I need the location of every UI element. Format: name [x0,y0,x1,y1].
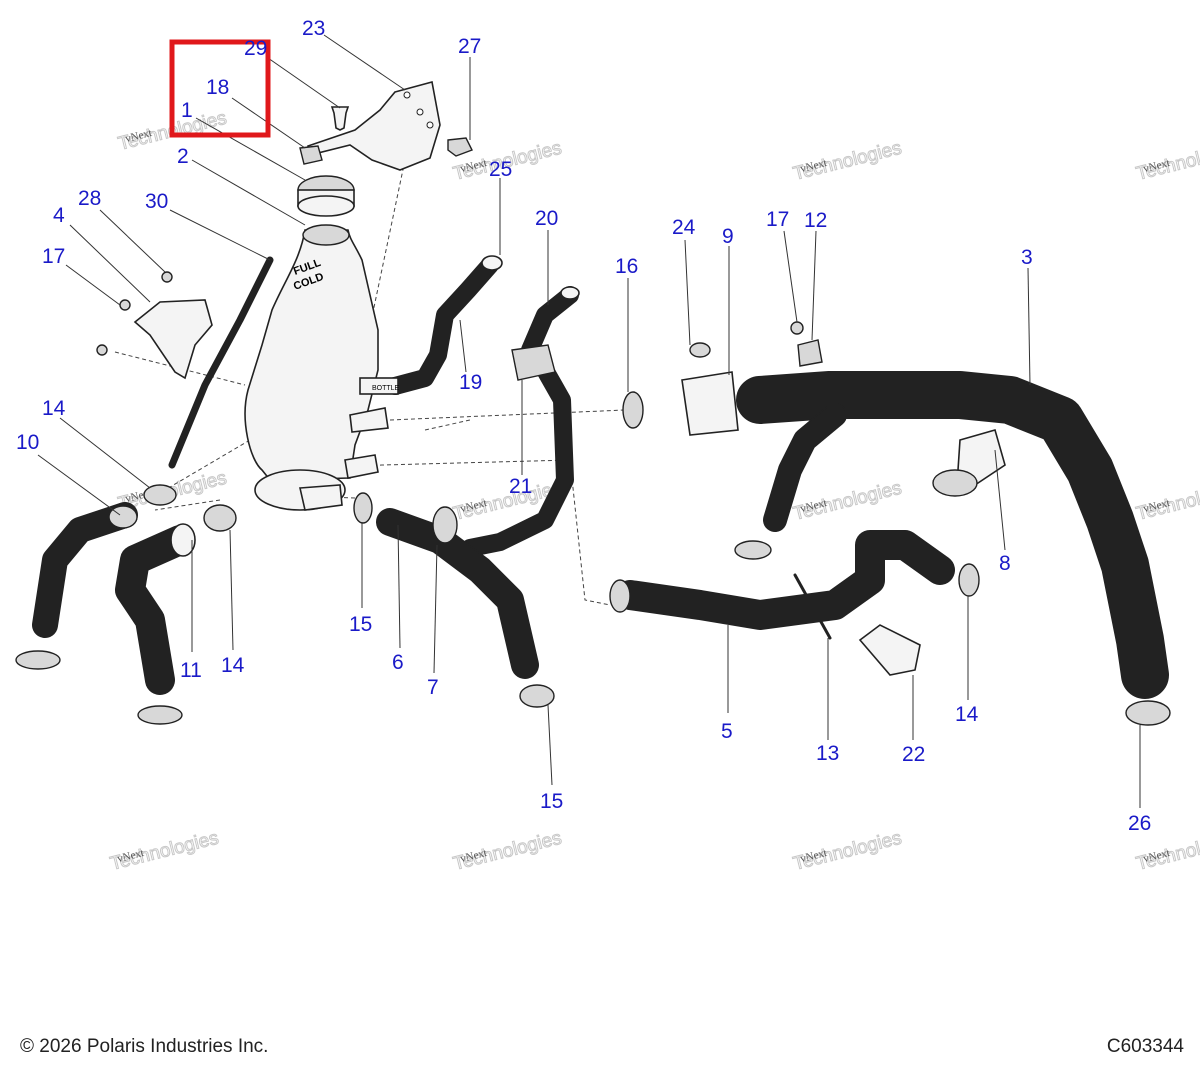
callout-23[interactable]: 23 [302,17,325,40]
bottle-label: BOTTLE [372,385,400,392]
callout-2[interactable]: 2 [177,145,189,168]
highlight-box [169,39,271,138]
callout-18[interactable]: 18 [206,76,229,99]
callout-9[interactable]: 9 [722,225,734,248]
bleed-screw-part [790,321,804,335]
retainer-clip-part [299,145,323,165]
hose-clamp-part [1125,700,1171,726]
watermark: Technologies vNext [451,827,565,875]
hose-clamp-part [519,684,555,708]
callout-22[interactable]: 22 [902,743,925,766]
hose-clamp-part [15,650,61,670]
callout-15-upper[interactable]: 15 [349,613,372,636]
watermark: Technologies vNext [791,477,905,525]
cable-tie-part [793,573,832,640]
parts: FULL COLD BOTTLE [15,81,1171,726]
hose-clamp-part [958,563,980,597]
coupler-9-part [681,371,739,436]
callout-17-right[interactable]: 17 [766,208,789,231]
callout-17-left[interactable]: 17 [42,245,65,268]
bleed-fitting-part [797,339,823,367]
callout-16[interactable]: 16 [615,255,638,278]
hose-clamp-part [734,540,772,560]
callout-1[interactable]: 1 [181,99,193,122]
callout-28[interactable]: 28 [78,187,101,210]
screw-part [161,271,173,283]
callout-6[interactable]: 6 [392,651,404,674]
watermark: Technologies vNext [108,827,222,875]
callout-29[interactable]: 29 [244,37,267,60]
callout-13[interactable]: 13 [816,742,839,765]
callout-14-left[interactable]: 14 [42,397,66,420]
callout-7[interactable]: 7 [427,676,439,699]
hose-clamp-part [932,469,978,497]
callout-11[interactable]: 11 [180,659,202,682]
watermark: Technologies vNext [1134,477,1200,525]
callout-15-lower[interactable]: 15 [540,790,563,813]
callout-12[interactable]: 12 [804,209,827,232]
sleeve-22-part [858,624,921,676]
callout-21[interactable]: 21 [509,475,532,498]
callout-10[interactable]: 10 [16,431,39,454]
callout-25[interactable]: 25 [489,158,512,181]
leader-lines [37,34,1141,808]
coolant-reservoir-bottle-part [244,229,379,481]
elbow-8-part [957,429,1006,487]
watermark: Technologies vNext [791,137,905,185]
hose-clip-part [447,137,473,157]
hose-clamp-part [609,579,631,613]
reservoir-bracket-part [133,299,213,380]
hose-clamp-part [353,492,373,524]
watermark: Technologies vNext [791,827,905,875]
callout-20[interactable]: 20 [535,207,558,230]
callout-24[interactable]: 24 [672,216,696,239]
hose-clamp-part [137,705,183,725]
callouts: 23 29 18 1 2 27 25 30 28 4 17 19 20 21 2… [16,17,1151,835]
callout-14-right[interactable]: 14 [955,703,979,726]
callout-26[interactable]: 26 [1128,812,1151,835]
push-rivet-part [330,106,350,131]
callout-5[interactable]: 5 [721,720,733,743]
screw-part [119,299,131,311]
callout-4[interactable]: 4 [53,204,65,227]
hose-clamp-part [143,484,177,506]
watermark: Technologies vNext [1134,137,1200,185]
hose-clamp-part [622,391,644,429]
mounting-bracket-part [307,81,441,171]
hose-clamp-part [203,504,237,532]
callout-27[interactable]: 27 [458,35,481,58]
copyright-text: © 2026 Polaris Industries Inc. [20,1036,269,1057]
callout-3[interactable]: 3 [1021,246,1033,269]
screw-part [96,344,108,356]
callout-19[interactable]: 19 [459,371,482,394]
figure-id-text: C603344 [1106,1036,1184,1057]
callout-30[interactable]: 30 [145,190,168,213]
callout-14-middle[interactable]: 14 [221,654,245,677]
callout-8[interactable]: 8 [999,552,1011,575]
hose-clamp-part [108,505,138,529]
